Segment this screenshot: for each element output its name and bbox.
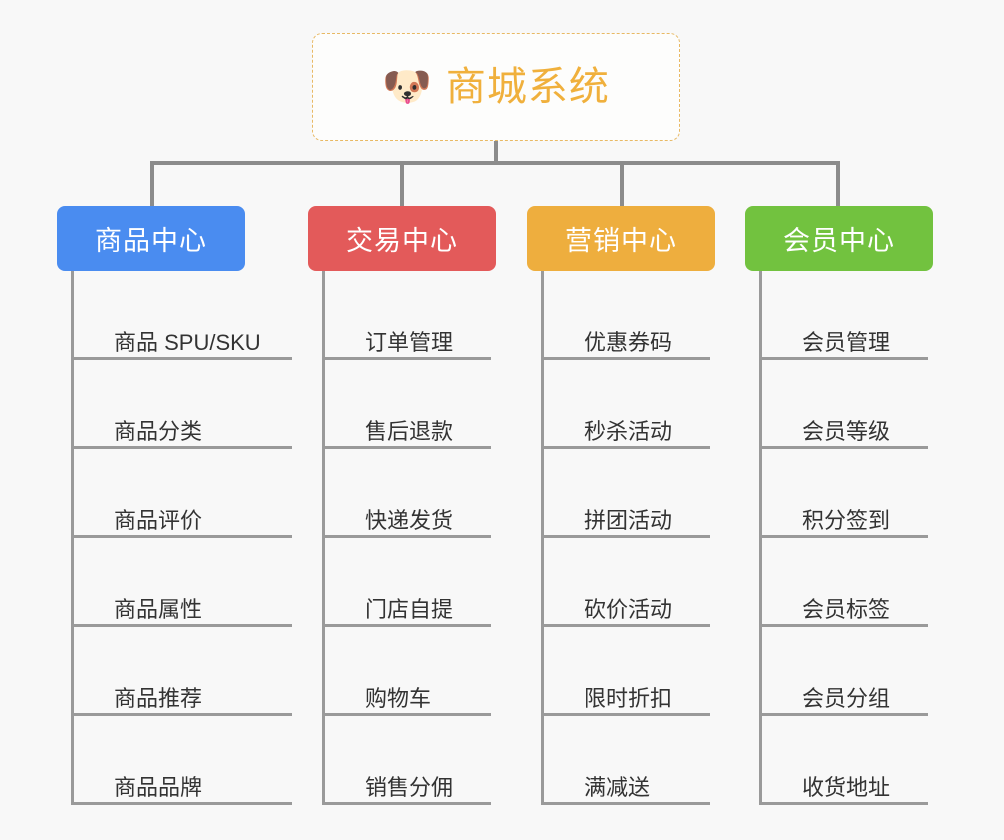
leaf-underline	[544, 713, 710, 716]
leaf-underline	[544, 446, 710, 449]
leaf-item[interactable]: 商品 SPU/SKU	[74, 271, 307, 360]
leaf-label: 会员等级	[802, 419, 891, 444]
connector-trunk	[494, 141, 498, 163]
leaf-item[interactable]: 收货地址	[762, 716, 953, 805]
root-node[interactable]: 🐶 商城系统	[312, 33, 680, 141]
branch-label: 交易中心	[346, 226, 458, 256]
leaf-underline	[762, 357, 928, 360]
leaf-label: 快递发货	[365, 508, 454, 533]
leaf-item[interactable]: 快递发货	[325, 449, 526, 538]
leaf-underline	[544, 624, 710, 627]
leaf-item[interactable]: 商品分类	[74, 360, 307, 449]
leaf-label: 会员标签	[802, 597, 891, 622]
leaf-item[interactable]: 限时折扣	[544, 627, 735, 716]
leaf-label: 优惠券码	[584, 330, 673, 355]
leaf-label: 限时折扣	[584, 686, 673, 711]
leaf-item[interactable]: 商品推荐	[74, 627, 307, 716]
leaf-underline	[544, 802, 710, 805]
connector-drop-2	[400, 161, 404, 206]
branch-leaf-list-4: 会员管理 会员等级 积分签到 会员标签 会员分组 收货地址	[759, 271, 953, 805]
leaf-item[interactable]: 拼团活动	[544, 449, 735, 538]
leaf-item[interactable]: 会员标签	[762, 538, 953, 627]
leaf-underline	[544, 357, 710, 360]
leaf-underline	[325, 802, 491, 805]
leaf-item[interactable]: 商品品牌	[74, 716, 307, 805]
leaf-item[interactable]: 会员管理	[762, 271, 953, 360]
leaf-label: 会员分组	[802, 686, 891, 711]
branch-header-3[interactable]: 营销中心	[527, 206, 715, 271]
connector-drop-1	[150, 161, 154, 206]
leaf-item[interactable]: 售后退款	[325, 360, 526, 449]
leaf-underline	[762, 802, 928, 805]
branch-label: 营销中心	[565, 226, 677, 256]
leaf-underline	[325, 624, 491, 627]
leaf-item[interactable]: 会员分组	[762, 627, 953, 716]
leaf-underline	[762, 713, 928, 716]
leaf-underline	[325, 535, 491, 538]
leaf-item[interactable]: 秒杀活动	[544, 360, 735, 449]
leaf-underline	[762, 624, 928, 627]
leaf-underline	[74, 446, 292, 449]
branch-column-2: 交易中心 订单管理 售后退款 快递发货 门店自提 购物车	[308, 206, 526, 805]
leaf-label: 销售分佣	[365, 775, 454, 800]
branch-header-4[interactable]: 会员中心	[745, 206, 933, 271]
leaf-label: 商品分类	[114, 419, 203, 444]
branch-leaf-list-1: 商品 SPU/SKU 商品分类 商品评价 商品属性 商品推荐 商品品牌	[71, 271, 307, 805]
connector-bus	[150, 161, 840, 165]
branch-column-3: 营销中心 优惠券码 秒杀活动 拼团活动 砍价活动 限时折扣	[527, 206, 735, 805]
leaf-label: 拼团活动	[584, 508, 673, 533]
branch-leaf-list-2: 订单管理 售后退款 快递发货 门店自提 购物车 销售分佣	[322, 271, 526, 805]
leaf-label: 会员管理	[802, 330, 891, 355]
connector-drop-4	[836, 161, 840, 206]
branch-label: 商品中心	[95, 226, 207, 256]
leaf-item[interactable]: 会员等级	[762, 360, 953, 449]
leaf-label: 购物车	[365, 686, 432, 711]
leaf-item[interactable]: 销售分佣	[325, 716, 526, 805]
leaf-item[interactable]: 订单管理	[325, 271, 526, 360]
leaf-item[interactable]: 购物车	[325, 627, 526, 716]
branch-column-4: 会员中心 会员管理 会员等级 积分签到 会员标签 会员分组	[745, 206, 953, 805]
connector-drop-3	[620, 161, 624, 206]
leaf-underline	[325, 713, 491, 716]
leaf-item[interactable]: 优惠券码	[544, 271, 735, 360]
leaf-label: 积分签到	[802, 508, 891, 533]
leaf-underline	[762, 535, 928, 538]
leaf-underline	[74, 713, 292, 716]
leaf-item[interactable]: 满减送	[544, 716, 735, 805]
leaf-item[interactable]: 商品属性	[74, 538, 307, 627]
leaf-underline	[74, 357, 292, 360]
branch-header-1[interactable]: 商品中心	[57, 206, 245, 271]
leaf-label: 商品 SPU/SKU	[114, 330, 261, 355]
leaf-label: 订单管理	[365, 330, 454, 355]
leaf-item[interactable]: 积分签到	[762, 449, 953, 538]
shiba-dog-icon: 🐶	[382, 65, 432, 109]
leaf-label: 商品属性	[114, 597, 203, 622]
branch-leaf-list-3: 优惠券码 秒杀活动 拼团活动 砍价活动 限时折扣 满减送	[541, 271, 735, 805]
leaf-label: 商品推荐	[114, 686, 203, 711]
leaf-item[interactable]: 门店自提	[325, 538, 526, 627]
leaf-label: 商品评价	[114, 508, 203, 533]
leaf-underline	[544, 535, 710, 538]
leaf-label: 收货地址	[802, 775, 891, 800]
leaf-underline	[325, 357, 491, 360]
leaf-item[interactable]: 砍价活动	[544, 538, 735, 627]
leaf-underline	[325, 446, 491, 449]
leaf-label: 满减送	[584, 775, 651, 800]
leaf-underline	[74, 802, 292, 805]
leaf-label: 砍价活动	[584, 597, 673, 622]
leaf-underline	[74, 624, 292, 627]
leaf-underline	[762, 446, 928, 449]
leaf-label: 门店自提	[365, 597, 454, 622]
branch-header-2[interactable]: 交易中心	[308, 206, 496, 271]
leaf-underline	[74, 535, 292, 538]
branch-label: 会员中心	[783, 226, 895, 256]
leaf-label: 秒杀活动	[584, 419, 673, 444]
leaf-label: 售后退款	[365, 419, 454, 444]
leaf-label: 商品品牌	[114, 775, 203, 800]
leaf-item[interactable]: 商品评价	[74, 449, 307, 538]
branch-column-1: 商品中心 商品 SPU/SKU 商品分类 商品评价 商品属性 商品推荐	[57, 206, 307, 805]
root-title: 商城系统	[445, 65, 610, 109]
